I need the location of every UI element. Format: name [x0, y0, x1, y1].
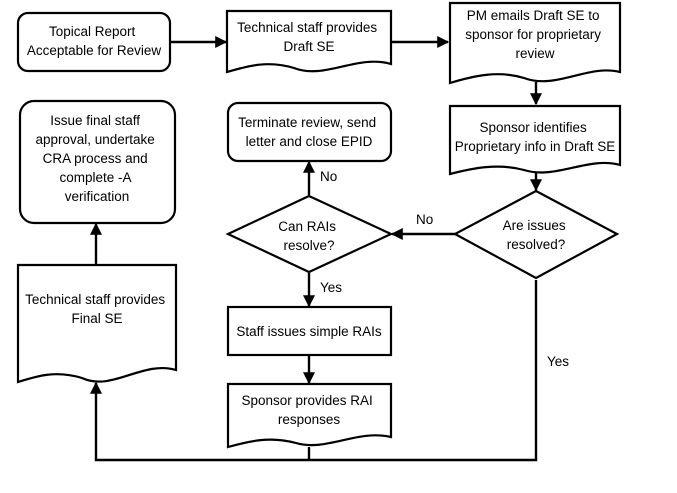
draft-se-text: Technical staff provides Draft SE	[237, 20, 381, 54]
node-simple-rais: Staff issues simple RAIs	[226, 305, 393, 357]
node-sponsor-identifies: Sponsor identifies Proprietary info in D…	[448, 104, 622, 176]
node-can-rais-resolve: Can RAIs resolve?	[225, 194, 394, 274]
node-topical-report: Topical Report Acceptable for Review	[16, 11, 172, 73]
node-pm-emails: PM emails Draft SE to sponsor for propri…	[448, 1, 622, 85]
node-final-se: Technical staff provides Final SE	[16, 263, 178, 384]
simple-rais-text: Staff issues simple RAIs	[236, 324, 382, 339]
node-draft-se: Technical staff provides Draft SE	[225, 9, 393, 74]
pm-emails-text: PM emails Draft SE to sponsor for propri…	[465, 8, 605, 61]
rai-responses-text: Sponsor provides RAI responses	[241, 393, 376, 427]
edge-label-issues-no: No	[416, 212, 433, 227]
edge-issues-yes-to-final	[90, 280, 538, 462]
edges	[90, 36, 542, 462]
edge-label-issues-yes: Yes	[547, 354, 569, 369]
terminate-review-text: Terminate review, send letter and close …	[238, 115, 380, 149]
sponsor-identifies-text: Sponsor identifies Proprietary info in D…	[455, 120, 616, 154]
node-rai-responses: Sponsor provides RAI responses	[226, 382, 393, 449]
final-approval-text: Issue final staff approval, undertake CR…	[35, 113, 158, 204]
issues-resolved-text: Are issues resolved?	[503, 218, 570, 252]
node-issues-resolved: Are issues resolved?	[452, 189, 620, 280]
edge-label-rais-yes: Yes	[320, 280, 342, 295]
final-se-text: Technical staff provides Final SE	[25, 292, 169, 326]
node-final-approval: Issue final staff approval, undertake CR…	[18, 99, 177, 225]
topical-report-text: Topical Report Acceptable for Review	[27, 24, 162, 58]
edge-label-rais-no: No	[320, 169, 337, 184]
can-rais-text: Can RAIs resolve?	[278, 219, 340, 253]
node-terminate-review: Terminate review, send letter and close …	[226, 101, 393, 163]
